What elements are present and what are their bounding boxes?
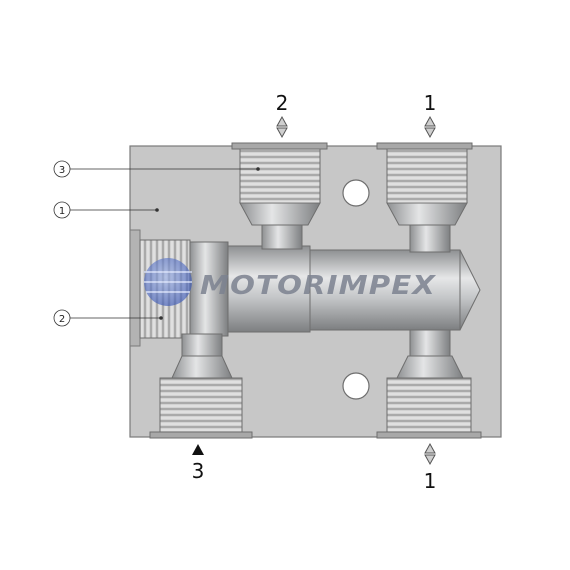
port-label-bottom-right: 1 [424, 442, 437, 493]
callout-2: 1 [53, 201, 159, 219]
mounting-hole-bottom [342, 372, 370, 400]
bottom-left-port [149, 333, 253, 439]
callout-1: 3 [53, 160, 260, 178]
mounting-hole-top [342, 179, 370, 207]
up-arrow-icon [192, 444, 204, 455]
bidirectional-arrow-icon [424, 115, 436, 139]
port-label-top-left: 2 [276, 91, 289, 139]
top-left-port [231, 142, 328, 250]
port-number: 3 [192, 459, 205, 483]
port-number: 1 [424, 469, 437, 493]
globe-logo-icon [144, 258, 192, 306]
port-label-top-right: 1 [424, 91, 437, 139]
top-right-port [376, 142, 473, 253]
bidirectional-arrow-icon [424, 442, 436, 466]
watermark-text: MOTORIMPEX [200, 271, 437, 301]
callout-3: 2 [53, 309, 163, 327]
port-label-bottom-left: 3 [192, 444, 205, 483]
port-number: 1 [424, 91, 437, 115]
bottom-right-port [376, 329, 482, 439]
watermark: MOTORIMPEX [144, 258, 437, 306]
callout-number: 2 [59, 314, 65, 325]
port-number: 2 [276, 91, 289, 115]
callout-number: 3 [59, 165, 65, 176]
main-bore [227, 245, 481, 333]
callout-number: 1 [59, 206, 65, 217]
bidirectional-arrow-icon [276, 115, 288, 139]
